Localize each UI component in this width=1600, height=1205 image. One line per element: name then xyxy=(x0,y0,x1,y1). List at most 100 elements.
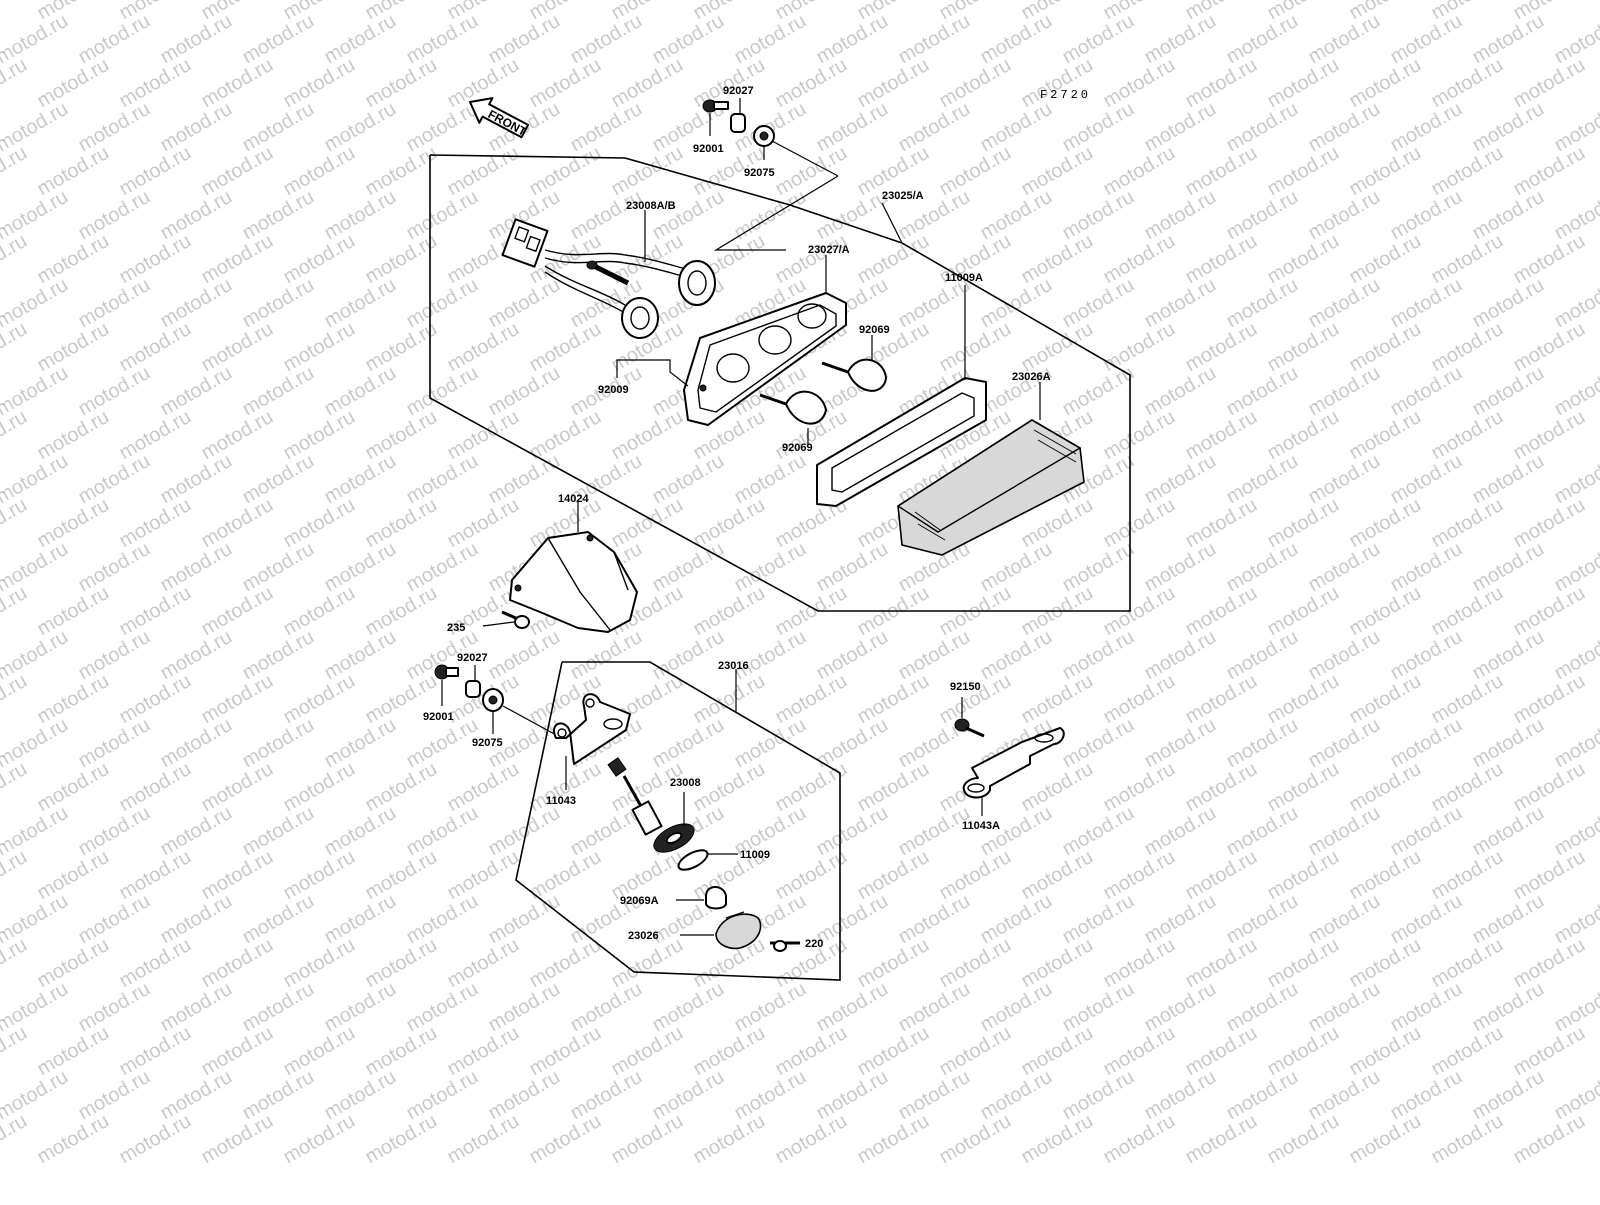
watermark-text: motod.ru xyxy=(526,318,605,377)
watermark-text: motod.ru xyxy=(567,626,646,685)
watermark-text: motod.ru xyxy=(1346,54,1425,113)
callout-11009a: 11009A xyxy=(945,272,983,284)
watermark-text: motod.ru xyxy=(1059,538,1138,597)
watermark-text: motod.ru xyxy=(690,1110,769,1169)
watermark-text: motod.ru xyxy=(526,758,605,817)
watermark-text: motod.ru xyxy=(1100,1022,1179,1081)
watermark-text: motod.ru xyxy=(1141,802,1220,861)
callout-92069a: 92069A xyxy=(620,895,659,907)
watermark-text: motod.ru xyxy=(567,1066,646,1125)
watermark-text: motod.ru xyxy=(280,846,359,905)
watermark-text: motod.ru xyxy=(198,318,277,377)
watermark-text: motod.ru xyxy=(75,362,154,421)
watermark-text: motod.ru xyxy=(1141,450,1220,509)
watermark-text: motod.ru xyxy=(772,846,851,905)
watermark-text: motod.ru xyxy=(1182,54,1261,113)
watermark-text: motod.ru xyxy=(280,142,359,201)
watermark-text: motod.ru xyxy=(772,1022,851,1081)
watermark-text: motod.ru xyxy=(1264,494,1343,553)
watermark-text: motod.ru xyxy=(198,758,277,817)
watermark-text: motod.ru xyxy=(1510,230,1589,289)
callout-11043: 11043 xyxy=(546,795,576,807)
watermark-text: motod.ru xyxy=(362,142,441,201)
watermark-text: motod.ru xyxy=(157,626,236,685)
watermark-text: motod.ru xyxy=(854,1110,933,1169)
watermark-text: motod.ru xyxy=(1018,1110,1097,1169)
watermark-text: motod.ru xyxy=(772,142,851,201)
watermark-text: motod.ru xyxy=(936,1110,1015,1169)
watermark-text: motod.ru xyxy=(608,934,687,993)
watermark-text: motod.ru xyxy=(1059,978,1138,1037)
watermark-text: motod.ru xyxy=(75,978,154,1037)
watermark-text: motod.ru xyxy=(444,318,523,377)
watermark-text: motod.ru xyxy=(239,274,318,333)
watermark-text: motod.ru xyxy=(1018,670,1097,729)
watermark-text: motod.ru xyxy=(1387,1066,1466,1125)
watermark-text: motod.ru xyxy=(690,670,769,729)
watermark-text: motod.ru xyxy=(1305,450,1384,509)
watermark-text: motod.ru xyxy=(34,318,113,377)
watermark-text: motod.ru xyxy=(1182,318,1261,377)
watermark-text: motod.ru xyxy=(1018,318,1097,377)
watermark-text: motod.ru xyxy=(116,406,195,465)
watermark-text: motod.ru xyxy=(362,582,441,641)
watermark-text: motod.ru xyxy=(567,98,646,157)
watermark-text: motod.ru xyxy=(1100,406,1179,465)
watermark-text: motod.ru xyxy=(1428,670,1507,729)
watermark-text: motod.ru xyxy=(1346,494,1425,553)
watermark-text: motod.ru xyxy=(1346,318,1425,377)
bolt-92001-top xyxy=(703,100,728,112)
watermark-text: motod.ru xyxy=(1469,802,1548,861)
watermark-text: motod.ru xyxy=(1182,406,1261,465)
watermark-text: motod.ru xyxy=(813,98,892,157)
watermark-text: motod.ru xyxy=(1264,142,1343,201)
watermark-text: motod.ru xyxy=(75,714,154,773)
watermark-text: motod.ru xyxy=(1469,890,1548,949)
watermark-text: motod.ru xyxy=(1264,934,1343,993)
watermark-text: motod.ru xyxy=(1182,1110,1261,1169)
watermark-text: motod.ru xyxy=(1510,318,1589,377)
watermark-text: motod.ru xyxy=(75,186,154,245)
watermark-text: motod.ru xyxy=(1305,978,1384,1037)
watermark-text: motod.ru xyxy=(198,1110,277,1169)
watermark-text: motod.ru xyxy=(34,142,113,201)
watermark-text: motod.ru xyxy=(1059,10,1138,69)
watermark-text: motod.ru xyxy=(1059,186,1138,245)
watermark-text: motod.ru xyxy=(403,802,482,861)
watermark-text: motod.ru xyxy=(1387,890,1466,949)
watermark-text: motod.ru xyxy=(444,406,523,465)
watermark-text: motod.ru xyxy=(977,538,1056,597)
watermark-text: motod.ru xyxy=(1018,54,1097,113)
watermark-text: motod.ru xyxy=(34,846,113,905)
watermark-text: motod.ru xyxy=(1018,846,1097,905)
watermark-text: motod.ru xyxy=(362,318,441,377)
watermark-text: motod.ru xyxy=(1182,934,1261,993)
callout-92001-bottom: 92001 xyxy=(423,711,454,723)
watermark-text: motod.ru xyxy=(1100,54,1179,113)
watermark-text: motod.ru xyxy=(1100,318,1179,377)
watermark-text: motod.ru xyxy=(485,274,564,333)
watermark-text: motod.ru xyxy=(239,714,318,773)
watermark-text: motod.ru xyxy=(444,142,523,201)
watermark-text: motod.ru xyxy=(1346,230,1425,289)
watermark-text: motod.ru xyxy=(731,10,810,69)
watermark-text: motod.ru xyxy=(1469,1066,1548,1125)
watermark-text: motod.ru xyxy=(936,670,1015,729)
watermark-text: motod.ru xyxy=(895,978,974,1037)
watermark-text: motod.ru xyxy=(0,670,31,729)
watermark-text: motod.ru xyxy=(34,758,113,817)
watermark-text: motod.ru xyxy=(280,318,359,377)
watermark-text: motod.ru xyxy=(444,1022,523,1081)
watermark-text: motod.ru xyxy=(1346,670,1425,729)
watermark-text: motod.ru xyxy=(731,978,810,1037)
watermark-text: motod.ru xyxy=(1059,1066,1138,1125)
watermark-text: motod.ru xyxy=(280,406,359,465)
watermark-text: motod.ru xyxy=(1059,890,1138,949)
watermark-text: motod.ru xyxy=(649,186,728,245)
watermark-text: motod.ru xyxy=(34,934,113,993)
watermark-text: motod.ru xyxy=(813,538,892,597)
watermark-text: motod.ru xyxy=(526,934,605,993)
watermark-text: motod.ru xyxy=(895,10,974,69)
watermark-text: motod.ru xyxy=(854,54,933,113)
